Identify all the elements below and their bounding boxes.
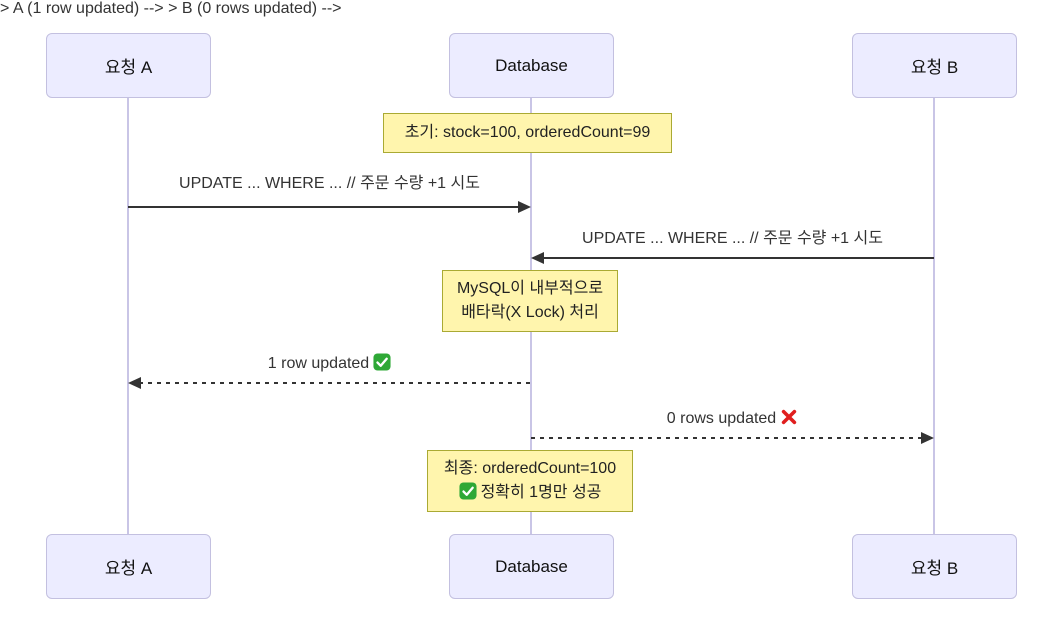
failure-cross-icon: [780, 408, 798, 426]
actor-req-a-bottom: 요청 A: [46, 534, 211, 599]
actor-req-a-top: 요청 A: [46, 33, 211, 98]
actor-label: Database: [495, 55, 568, 75]
message-text: 1 row updated: [267, 355, 370, 372]
actor-label: 요청 A: [104, 58, 153, 77]
actor-database-top: Database: [449, 33, 614, 98]
arrowhead-left-icon: [128, 377, 141, 389]
actor-database-bottom: Database: [449, 534, 614, 599]
actor-label: 요청 B: [910, 58, 959, 77]
success-check-icon: [373, 353, 391, 371]
actor-label: Database: [495, 556, 568, 576]
note-initial-state: 초기: stock=100, orderedCount=99: [383, 113, 672, 153]
note-x-lock: MySQL이 내부적으로 배타락(X Lock) 처리: [442, 270, 618, 332]
message-b-result-line: [531, 437, 923, 439]
actor-req-b-bottom: 요청 B: [852, 534, 1017, 599]
message-a-result-label: 1 row updated: [128, 352, 531, 376]
message-b-update-line: [542, 257, 934, 259]
actor-label: 요청 A: [104, 559, 153, 578]
arrowhead-right-icon: [921, 432, 934, 444]
note-text-with-icon: 정확히 1명만 성공: [459, 481, 602, 505]
message-a-update-label: UPDATE ... WHERE ... // 주문 수량 +1 시도: [179, 175, 480, 192]
message-a-update-line: [128, 206, 520, 208]
note-final-state: 최종: orderedCount=100 정확히 1명만 성공: [427, 450, 633, 512]
actor-label: 요청 B: [910, 559, 959, 578]
lifeline-req-a: [127, 98, 129, 534]
message-a-result-line: [139, 382, 531, 384]
arrowhead-right-icon: [518, 201, 531, 213]
arrowhead-left-icon: [531, 252, 544, 264]
lifeline-req-b: [933, 98, 935, 534]
note-text: 배타락(X Lock) 처리: [461, 304, 599, 321]
actor-req-b-top: 요청 B: [852, 33, 1017, 98]
success-check-icon: [459, 482, 477, 500]
message-b-result-label: 0 rows updated: [531, 407, 934, 431]
note-text: 정확히 1명만 성공: [480, 484, 602, 501]
message-text: 0 rows updated: [666, 410, 777, 427]
note-text: MySQL이 내부적으로: [456, 280, 604, 297]
message-b-update-label: UPDATE ... WHERE ... // 주문 수량 +1 시도: [582, 230, 883, 247]
note-text: 초기: stock=100, orderedCount=99: [404, 124, 651, 141]
note-text: 최종: orderedCount=100: [443, 460, 617, 477]
